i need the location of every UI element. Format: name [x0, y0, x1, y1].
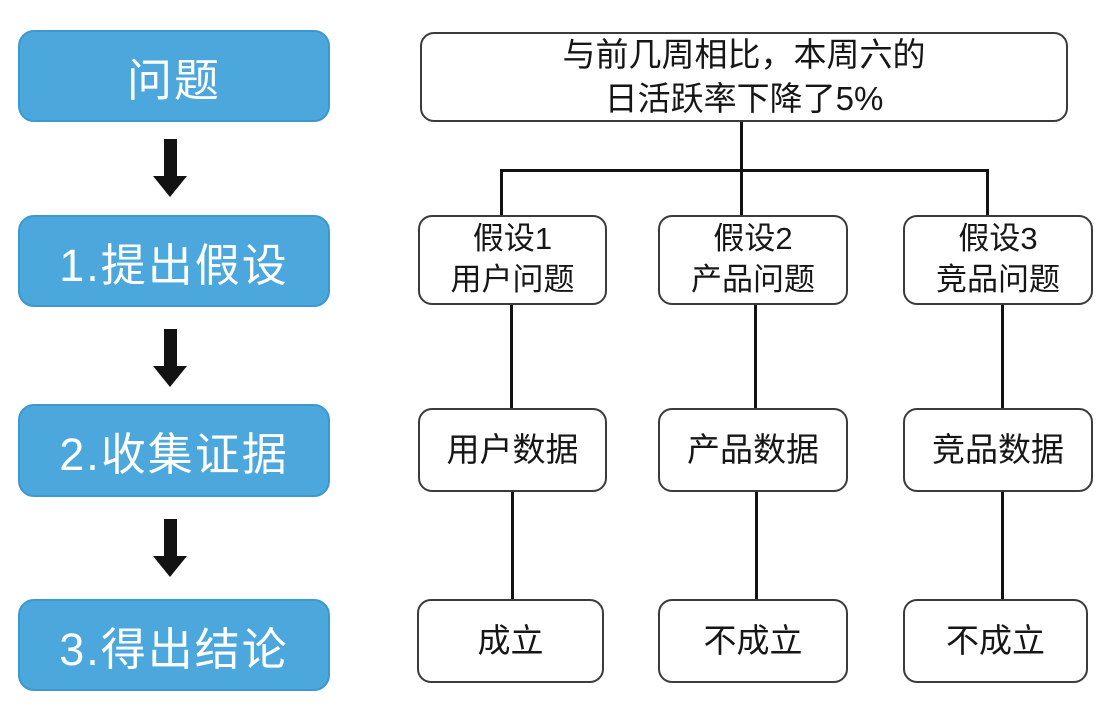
conclusion-label: 不成立 [946, 622, 1045, 660]
down-arrow-icon [152, 519, 188, 577]
arrow-head [153, 176, 187, 197]
step-box-problem: 问题 [18, 30, 330, 122]
hypothesis-detail: 用户问题 [450, 262, 575, 297]
node-evidence-1: 用户数据 [418, 408, 607, 492]
step-box-collect-evidence: 2.收集证据 [18, 404, 330, 497]
arrow-shaft [163, 139, 177, 176]
node-conclusion-2: 不成立 [658, 599, 848, 683]
connector-line [740, 122, 743, 171]
hypothesis-title: 假设3 [958, 221, 1038, 257]
step-label: 2.收集证据 [59, 429, 289, 480]
connector-line [986, 169, 989, 217]
connector-line [510, 305, 513, 408]
arrow-head [153, 366, 187, 387]
hypothesis-title: 假设1 [472, 221, 553, 257]
problem-line-2: 日活跃率下降了5% [604, 80, 884, 117]
down-arrow-icon [152, 329, 188, 387]
evidence-label: 产品数据 [687, 431, 819, 469]
hypothesis-detail: 产品问题 [691, 262, 815, 297]
step-box-propose-hypothesis: 1.提出假设 [18, 215, 330, 307]
down-arrow-icon [152, 139, 188, 197]
node-problem-statement: 与前几周相比，本周六的 日活跃率下降了5% [420, 32, 1068, 122]
evidence-label: 用户数据 [446, 431, 579, 469]
node-evidence-3: 竞品数据 [903, 408, 1093, 492]
node-hypothesis-2: 假设2 产品问题 [658, 215, 848, 305]
arrow-shaft [163, 519, 177, 556]
arrow-shaft [163, 329, 177, 366]
connector-line [500, 169, 503, 217]
arrow-head [153, 556, 187, 577]
node-hypothesis-1: 假设1 用户问题 [418, 215, 607, 305]
conclusion-label: 成立 [477, 622, 544, 660]
problem-line-1: 与前几周相比，本周六的 [562, 36, 926, 74]
step-label: 3.得出结论 [59, 623, 289, 675]
connector-line [511, 492, 514, 599]
step-label: 问题 [126, 54, 221, 106]
connector-line [1001, 492, 1004, 599]
hypothesis-detail: 竞品问题 [936, 262, 1060, 297]
evidence-label: 竞品数据 [932, 431, 1064, 469]
connector-line [754, 305, 757, 408]
step-box-draw-conclusion: 3.得出结论 [18, 599, 330, 691]
connector-line [500, 169, 989, 172]
node-hypothesis-3: 假设3 竞品问题 [903, 215, 1093, 305]
connector-line [1001, 305, 1004, 408]
node-conclusion-1: 成立 [417, 599, 604, 683]
connector-line [740, 169, 743, 217]
conclusion-label: 不成立 [703, 622, 803, 660]
node-evidence-2: 产品数据 [658, 408, 848, 492]
node-conclusion-3: 不成立 [903, 599, 1088, 683]
connector-line [755, 492, 758, 599]
hypothesis-title: 假设2 [713, 221, 793, 257]
step-label: 1.提出假设 [59, 239, 289, 291]
